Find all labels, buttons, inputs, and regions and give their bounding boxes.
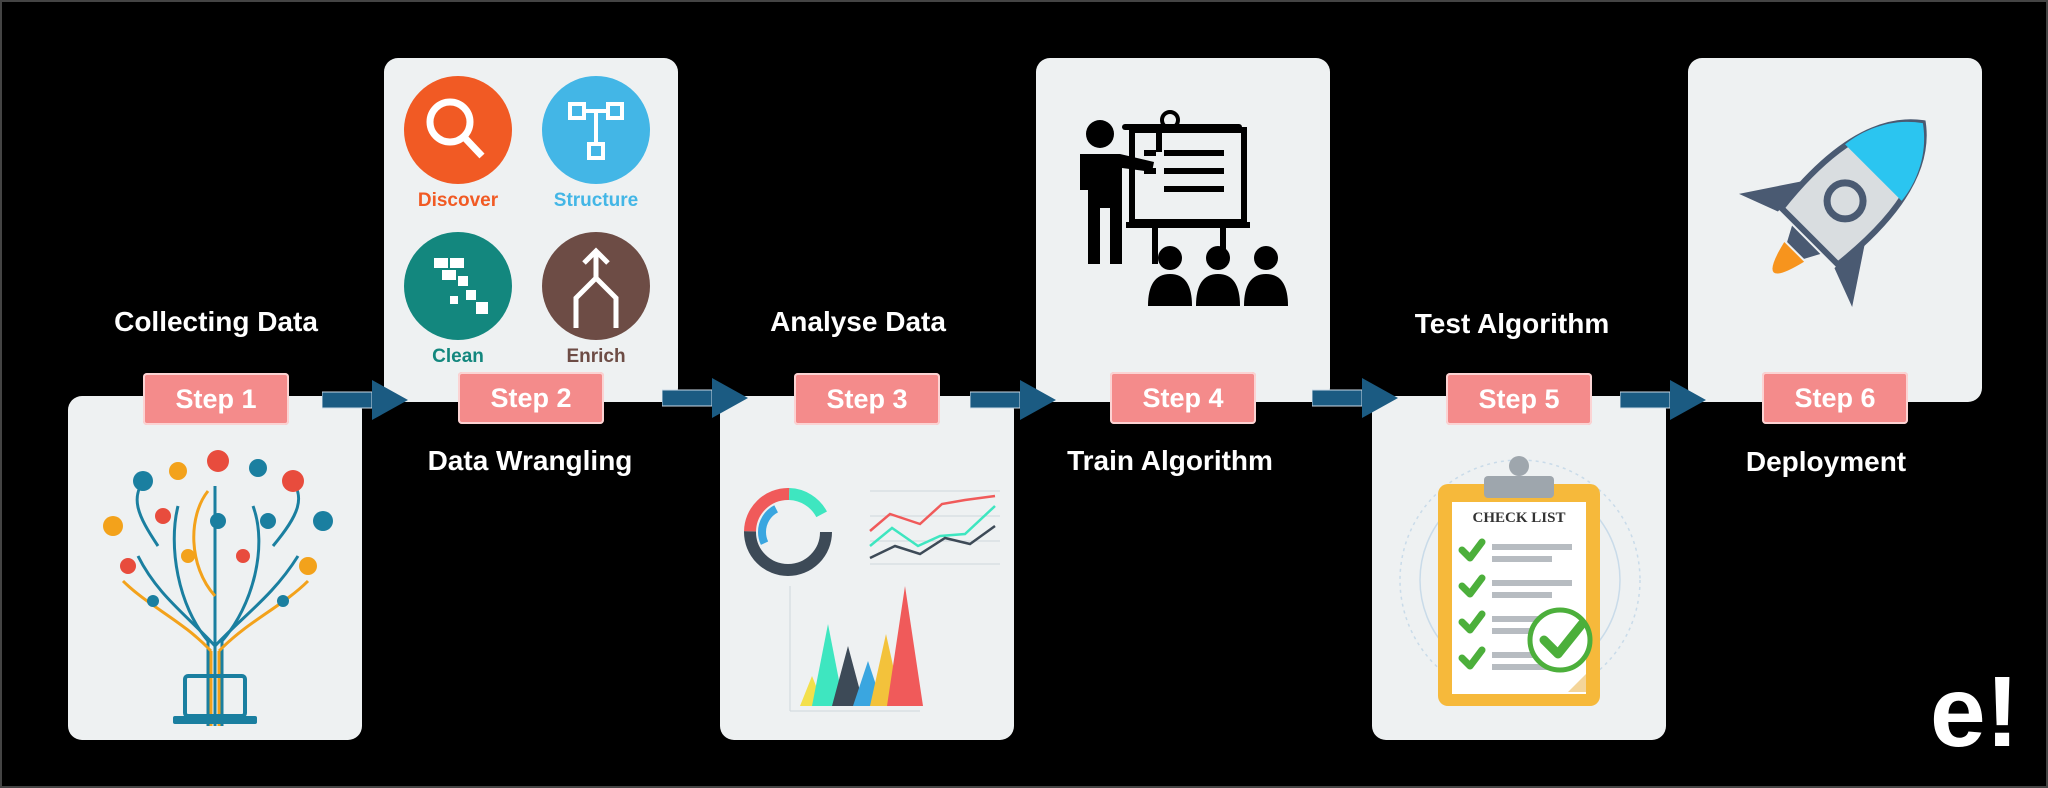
step-4-badge: Step 4: [1110, 372, 1256, 424]
arrow-2-icon: [662, 378, 748, 418]
card-train-algorithm: [1036, 58, 1330, 402]
card-test-algorithm: CHECK LIST: [1372, 396, 1666, 740]
checklist-icon: [1399, 456, 1641, 706]
arrow-3-icon: [970, 380, 1056, 420]
card-data-wrangling: Discover Structure Clean Enrich: [384, 58, 678, 402]
step-6-title: Deployment: [1745, 446, 1907, 477]
step-4-title: Train Algorithm: [1067, 445, 1273, 476]
step-3-badge: Step 3: [794, 373, 940, 425]
step-2-badge: Step 2: [458, 372, 604, 424]
card-deployment: [1688, 58, 1982, 402]
structure-label: Structure: [553, 190, 639, 211]
clean-label: Clean: [432, 346, 484, 367]
card-collecting-data: [68, 396, 362, 740]
discover-icon: [404, 76, 512, 184]
card-analyse-data: [720, 396, 1014, 740]
analytics-charts-icon: [744, 488, 1000, 712]
arrow-4-icon: [1312, 378, 1398, 418]
step-3-title: Analyse Data: [770, 306, 946, 337]
enrich-label: Enrich: [566, 346, 626, 367]
rocket-icon: [1739, 119, 1927, 307]
arrow-5-icon: [1620, 380, 1706, 420]
presentation-icon: [1080, 110, 1288, 306]
checklist-title: CHECK LIST: [1472, 510, 1566, 526]
step-5-badge: Step 5: [1446, 373, 1592, 425]
discover-label: Discover: [417, 190, 499, 211]
step-2-title: Data Wrangling: [427, 445, 633, 476]
wrangling-icons: [404, 76, 650, 340]
enrich-icon: [542, 232, 650, 340]
step-1-badge: Step 1: [143, 373, 289, 425]
step-1-title: Collecting Data: [114, 306, 318, 337]
step-5-title: Test Algorithm: [1414, 308, 1610, 339]
step-6-badge: Step 6: [1762, 372, 1908, 424]
edureka-logo: e!: [1930, 656, 2019, 768]
arrow-1-icon: [322, 380, 408, 420]
data-tree-icon: [103, 450, 333, 726]
